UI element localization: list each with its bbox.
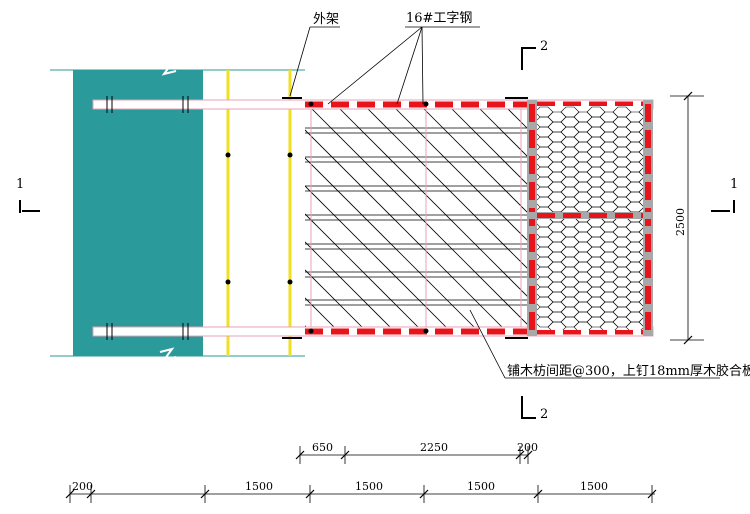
- section-mark-bottom: 2: [540, 407, 548, 422]
- annotations: 外架 16#工字钢 铺木枋间距@300，上钉18mm厚木胶合板: [289, 11, 750, 379]
- section-mark-left: 1: [16, 177, 24, 192]
- dimension-row-1: [295, 446, 533, 464]
- beam-bolts: [308, 101, 429, 334]
- guardrail-posts: [527, 100, 653, 336]
- dim-row1-c: 200: [517, 441, 538, 454]
- scaffold-frame: [225, 70, 293, 356]
- beam-anchors: [106, 96, 189, 340]
- dim-row2-b: 1500: [245, 480, 273, 493]
- section-mark-top: 2: [540, 39, 548, 54]
- dimension-height-label: 2500: [674, 208, 687, 236]
- dim-row2-e: 1500: [580, 480, 608, 493]
- dim-row2-a: 200: [72, 480, 93, 493]
- section-marks: [19, 47, 735, 419]
- i-beam-label: 16#工字钢: [406, 11, 472, 26]
- i-beam-bottom: [92, 326, 654, 337]
- dimension-row-2: [65, 485, 657, 503]
- timber-decking: [305, 100, 529, 336]
- decking-note: 铺木枋间距@300，上钉18mm厚木胶合板: [507, 363, 750, 379]
- section-mark-right: 1: [730, 177, 738, 192]
- concrete-wall: [50, 61, 305, 362]
- scaffold-label: 外架: [313, 12, 339, 27]
- dim-row2-c: 1500: [355, 480, 383, 493]
- dim-row1-a: 650: [312, 441, 333, 454]
- dim-row2-d: 1500: [467, 480, 495, 493]
- dim-row1-b: 2250: [420, 441, 448, 454]
- dimension-height: [670, 91, 704, 345]
- beam-plates: [282, 97, 528, 339]
